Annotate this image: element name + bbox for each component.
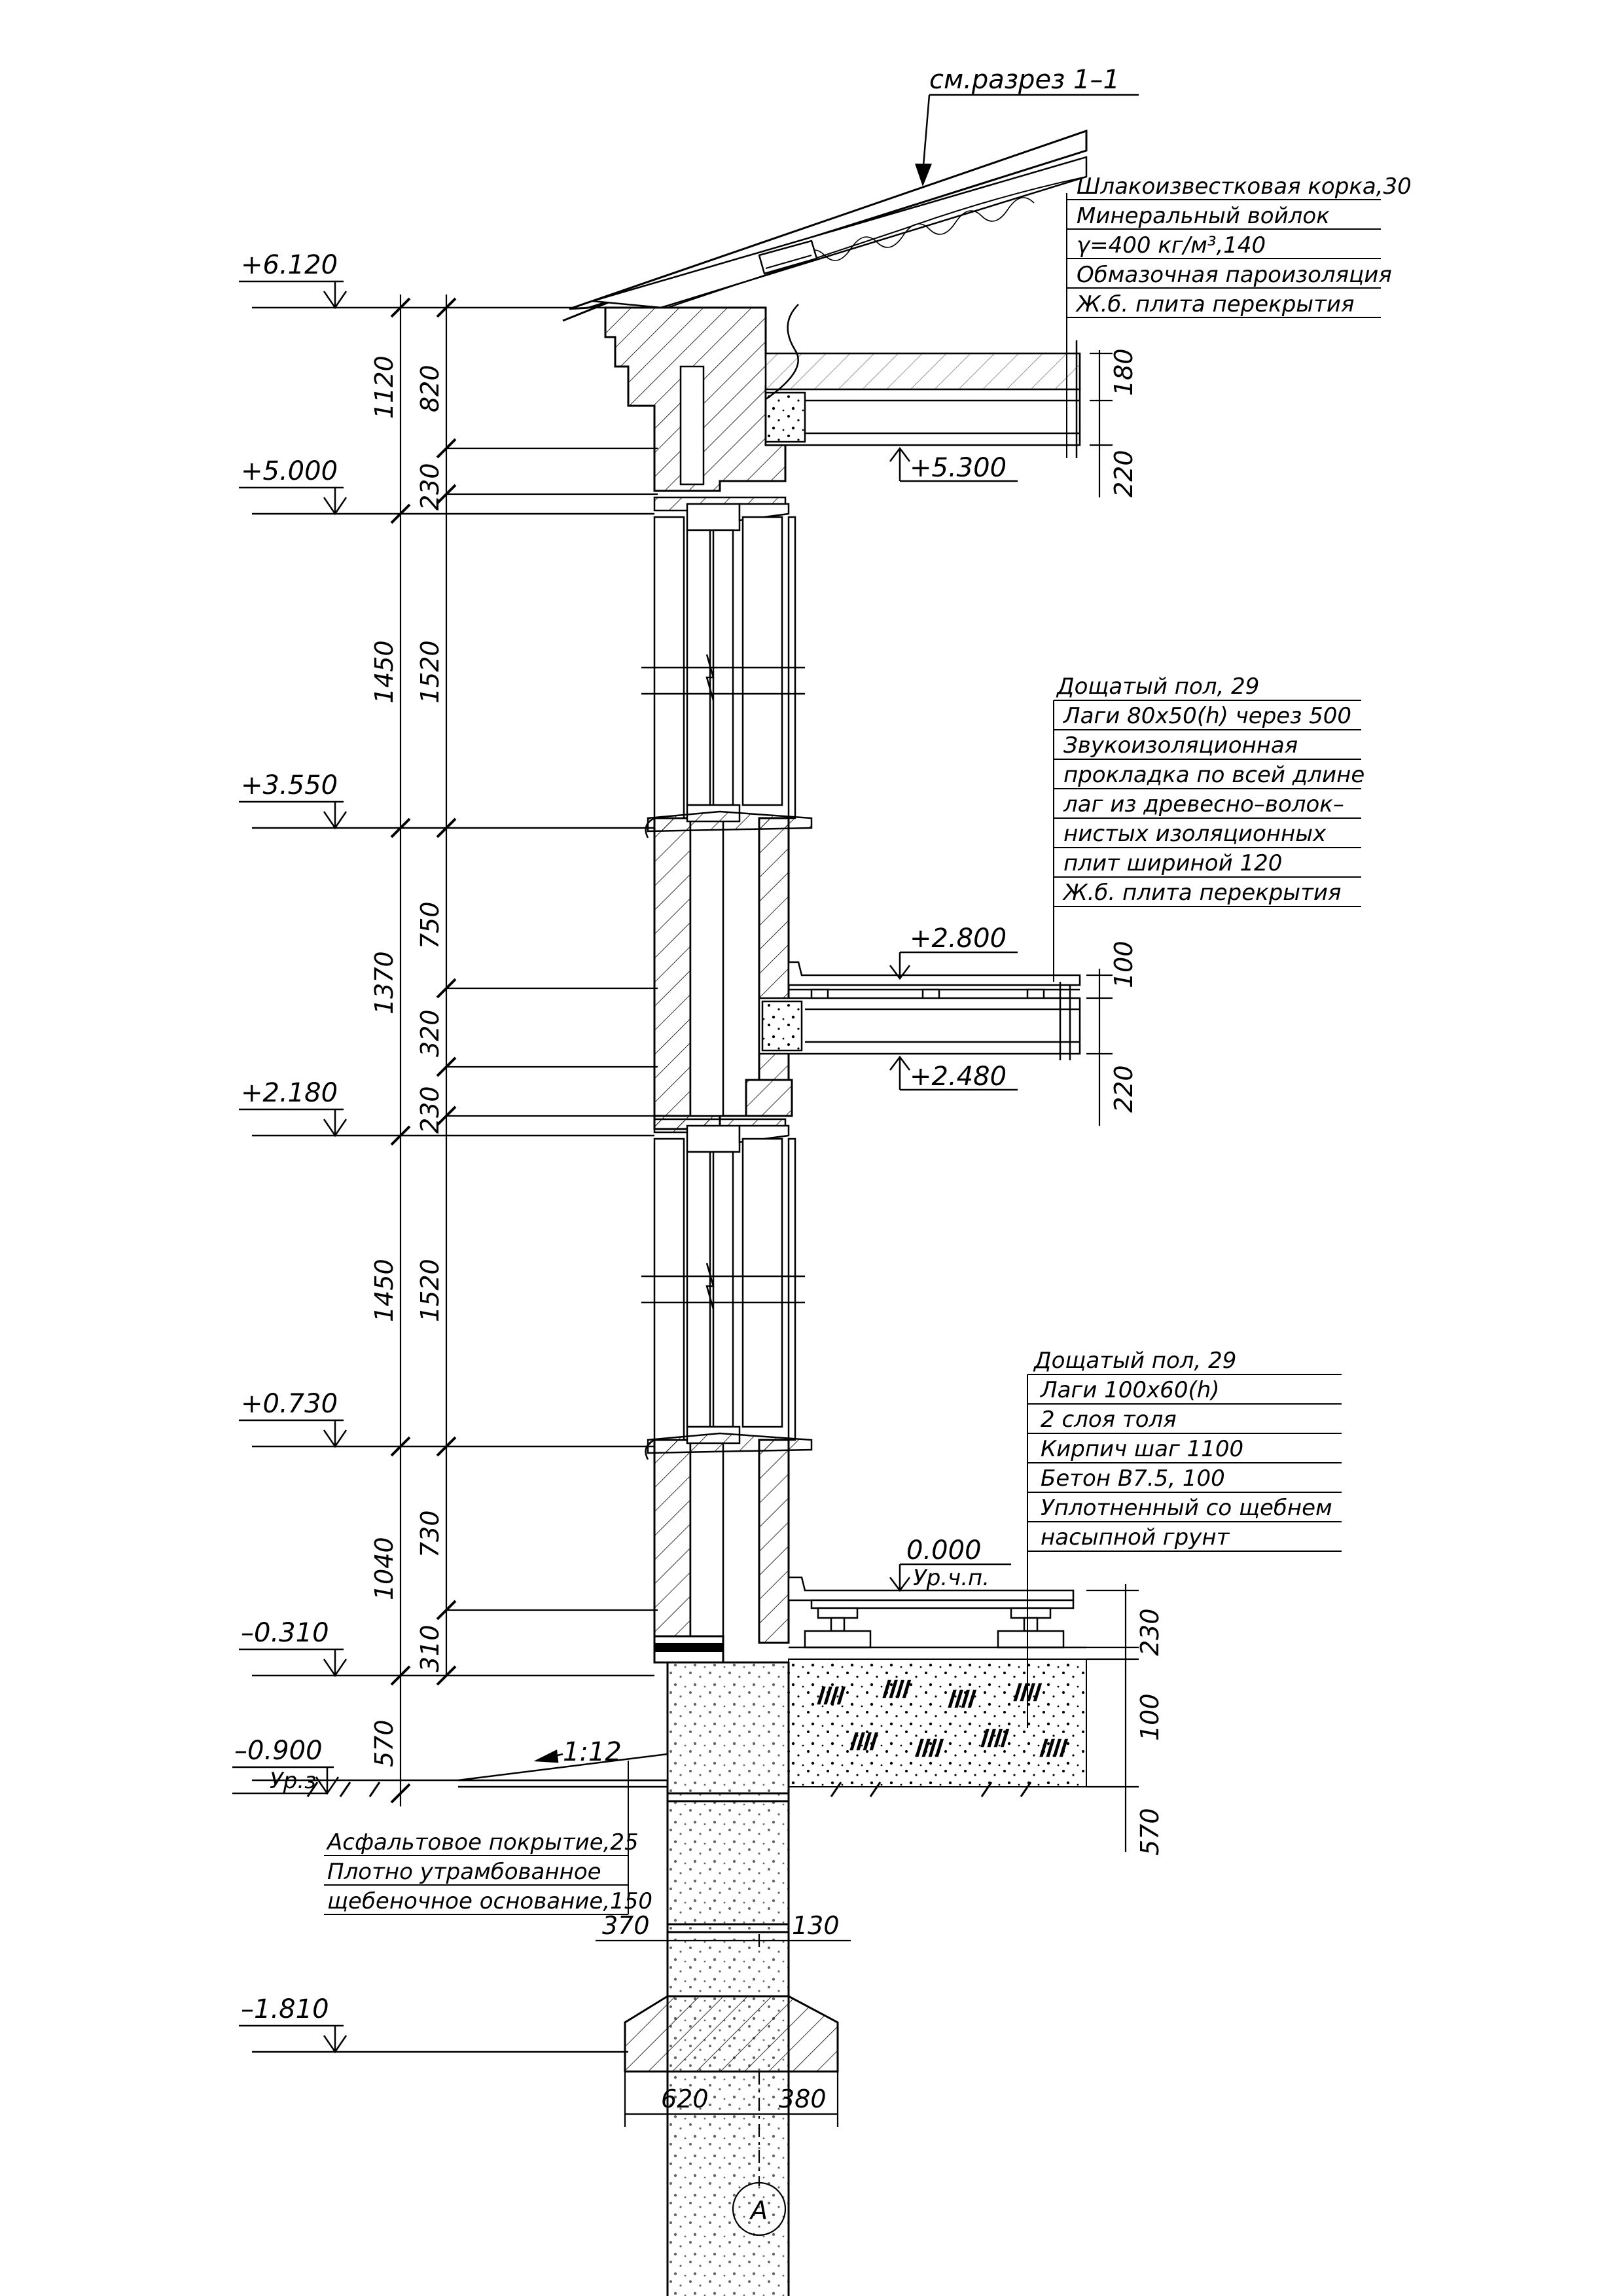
window-upper — [641, 496, 813, 838]
level-0000: 0.000 — [906, 1535, 982, 1566]
svg-text:310: 310 — [416, 1624, 444, 1672]
svg-text:////: //// — [851, 1730, 878, 1753]
level-labels-left: +6.120 +5.000 +3.550 +2.180 +0.730 –0.31… — [234, 250, 338, 2024]
svg-text:100: 100 — [1135, 1693, 1164, 1741]
svg-text:1450: 1450 — [370, 1259, 399, 1322]
level-2180: +2.180 — [241, 1078, 338, 1108]
intermediate-floor — [758, 961, 1081, 1060]
footing-dimension-text: 370 130 620 380 А — [602, 1911, 840, 2225]
svg-text:////: //// — [883, 1677, 910, 1700]
svg-text:Лаги 80х50(h) через 500: Лаги 80х50(h) через 500 — [1062, 703, 1351, 729]
svg-text:////: //// — [916, 1736, 943, 1759]
level-0730: +0.730 — [241, 1389, 338, 1419]
level-marks-left — [232, 280, 654, 2054]
svg-text:Лаги 100х60(h): Лаги 100х60(h) — [1039, 1377, 1220, 1403]
foundation — [624, 1661, 839, 2296]
soil-hatch-marks: //// //// //// //// //// //// //// //// — [817, 1677, 1069, 1761]
svg-text:Дощатый пол, 29: Дощатый пол, 29 — [1056, 673, 1259, 700]
svg-text:220: 220 — [1109, 450, 1138, 497]
svg-text:230: 230 — [416, 463, 444, 511]
svg-text:2 слоя толя: 2 слоя толя — [1041, 1407, 1177, 1433]
svg-text:1520: 1520 — [416, 640, 444, 704]
level-labels-right: +5.300 +2.800 +2.480 0.000 Ур.ч.п. — [906, 453, 1007, 1591]
svg-text:Ж.б. плита перекрытия: Ж.б. плита перекрытия — [1075, 291, 1355, 317]
svg-text:100: 100 — [1109, 941, 1138, 988]
svg-text:730: 730 — [416, 1510, 444, 1558]
svg-text:230: 230 — [416, 1086, 444, 1134]
svg-text:1450: 1450 — [370, 640, 399, 704]
footing-dimensions — [596, 1934, 851, 2236]
level-m0900: –0.900 — [234, 1736, 323, 1766]
svg-text:Звукоизоляционная: Звукоизоляционная — [1063, 732, 1298, 759]
svg-text:Плотно утрамбованное: Плотно утрамбованное — [327, 1859, 601, 1885]
slope-label: 1:12 — [563, 1737, 622, 1767]
svg-text:////: //// — [818, 1684, 845, 1707]
roof-layers-callout: Шлакоизвестковая корка,30 Минеральный во… — [1066, 173, 1412, 458]
level-m1810: –1.810 — [241, 1994, 329, 2024]
svg-text:320: 320 — [416, 1009, 444, 1057]
svg-text:570: 570 — [370, 1719, 399, 1767]
level-2480: +2.480 — [910, 1062, 1007, 1092]
attic-slab — [764, 304, 1081, 458]
svg-text:130: 130 — [792, 1911, 840, 1940]
svg-text:1370: 1370 — [370, 951, 399, 1014]
svg-text:380: 380 — [779, 2085, 827, 2113]
ground-and-pavement — [252, 1749, 1032, 1797]
level-5300: +5.300 — [910, 453, 1007, 483]
svg-text:230: 230 — [1135, 1608, 1164, 1656]
dimension-text-outer: 1120 1450 1370 1450 1040 570 — [370, 355, 399, 1767]
svg-text:плит шириной 120: плит шириной 120 — [1063, 850, 1282, 876]
svg-text:750: 750 — [416, 901, 444, 949]
svg-text:Бетон В7.5, 100: Бетон В7.5, 100 — [1041, 1465, 1225, 1492]
svg-text:Обмазочная пароизоляция: Обмазочная пароизоляция — [1077, 262, 1392, 288]
svg-text:180: 180 — [1109, 348, 1138, 396]
dimension-chains-left — [390, 295, 658, 1806]
svg-text:620: 620 — [661, 2085, 709, 2113]
svg-text:////: //// — [1041, 1736, 1067, 1759]
ground-floor: //// //// //// //// //// //// //// //// — [787, 1576, 1087, 1787]
window-lower — [641, 1118, 813, 1460]
svg-text:1120: 1120 — [370, 355, 399, 419]
svg-text:Уплотненный со щебнем: Уплотненный со щебнем — [1041, 1495, 1332, 1521]
svg-text:Минеральный войлок: Минеральный войлок — [1077, 203, 1330, 229]
svg-text:Ж.б. плита перекрытия: Ж.б. плита перекрытия — [1062, 880, 1342, 906]
roof — [562, 129, 1088, 322]
level-3550: +3.550 — [241, 770, 338, 800]
pavement-layers-callout: Асфальтовое покрытие,25 Плотно утрамбова… — [324, 1761, 652, 1915]
svg-text:насыпной грунт: насыпной грунт — [1041, 1524, 1230, 1551]
svg-text:Кирпич шаг 1100: Кирпич шаг 1100 — [1041, 1436, 1243, 1462]
svg-text:////: //// — [949, 1687, 976, 1710]
svg-text:1520: 1520 — [416, 1259, 444, 1322]
exterior-wall — [604, 306, 800, 1664]
svg-text:220: 220 — [1109, 1065, 1138, 1113]
axis-a-label: А — [749, 2196, 768, 2225]
section-reference: см.разрез 1–1 — [915, 65, 1139, 187]
svg-text:γ=400 кг/м³,140: γ=400 кг/м³,140 — [1077, 232, 1266, 259]
level-6120: +6.120 — [241, 250, 338, 280]
level-2800: +2.800 — [910, 924, 1007, 954]
dimension-chains-right — [1086, 350, 1139, 1852]
dimension-text-right: 180 220 100 220 230 100 570 — [1109, 348, 1164, 1856]
svg-text:лаг из древесно–волок–: лаг из древесно–волок– — [1063, 791, 1344, 817]
dimension-text-inner: 820 230 1520 750 320 230 1520 730 310 — [416, 365, 444, 1672]
svg-text:1040: 1040 — [370, 1537, 399, 1600]
svg-text:прокладка по всей длине: прокладка по всей длине — [1063, 762, 1364, 788]
svg-text:нистых изоляционных: нистых изоляционных — [1063, 821, 1327, 847]
svg-text:Дощатый пол, 29: Дощатый пол, 29 — [1033, 1348, 1236, 1374]
intermediate-floor-layers-callout: Дощатый пол, 29 Лаги 80х50(h) через 500 … — [1053, 673, 1364, 982]
section-ref-label: см.разрез 1–1 — [929, 65, 1120, 95]
level-marks-right — [889, 446, 1018, 1592]
svg-text:820: 820 — [416, 365, 444, 412]
svg-text:////: //// — [982, 1727, 1008, 1749]
ground-floor-layers-callout: Дощатый пол, 29 Лаги 100х60(h) 2 слоя то… — [1027, 1348, 1342, 1728]
floor-level-note: Ур.ч.п. — [913, 1565, 990, 1591]
svg-text:Асфальтовое покрытие,25: Асфальтовое покрытие,25 — [326, 1829, 639, 1856]
level-m0310: –0.310 — [241, 1618, 329, 1648]
svg-text:Шлакоизвестковая корка,30: Шлакоизвестковая корка,30 — [1077, 173, 1412, 200]
svg-text:щебеночное основание,150: щебеночное основание,150 — [327, 1888, 652, 1914]
svg-text:570: 570 — [1135, 1808, 1164, 1856]
svg-text:370: 370 — [602, 1911, 650, 1940]
level-5000: +5.000 — [241, 456, 338, 486]
